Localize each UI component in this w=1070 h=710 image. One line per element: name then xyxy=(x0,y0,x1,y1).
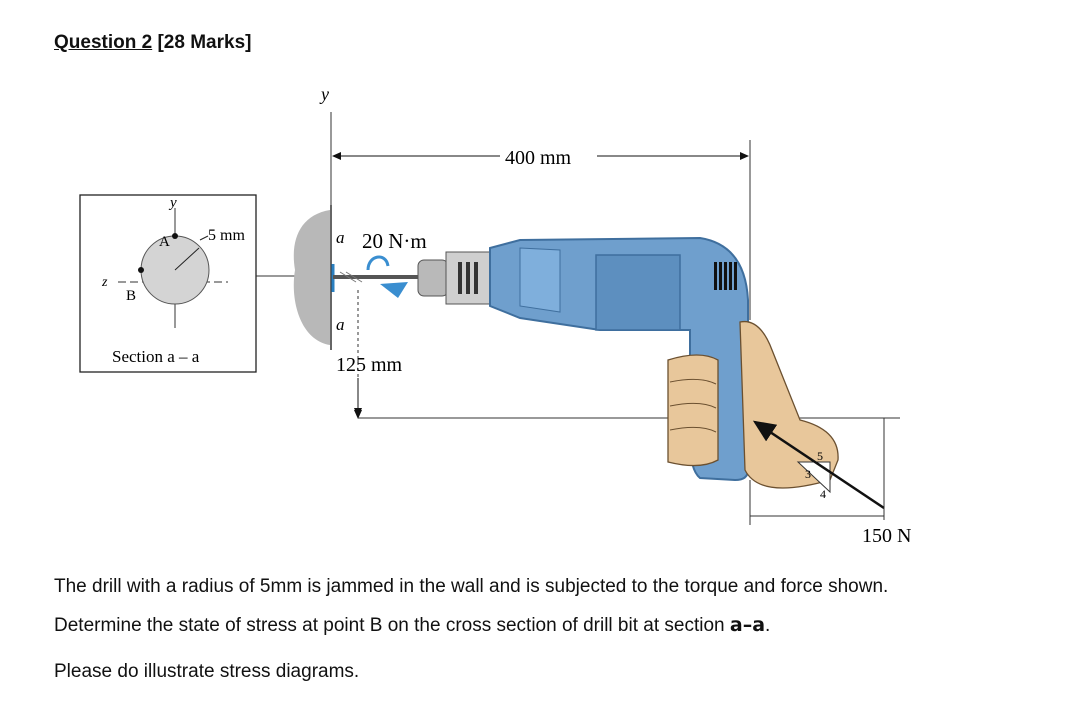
question-title: Question 2 [28 Marks] xyxy=(54,32,251,54)
section-caption: Section a – a xyxy=(112,347,200,366)
problem-line-2-end: . xyxy=(765,615,771,636)
drill-chuck xyxy=(417,251,493,305)
slope-3: 3 xyxy=(805,467,811,481)
thumb-hand xyxy=(739,320,839,489)
point-a-label: A xyxy=(159,234,170,250)
torque-label: 20 N·m xyxy=(362,229,427,253)
force-arrow xyxy=(752,420,885,510)
drill-body xyxy=(489,236,749,482)
radius-label: 5 mm xyxy=(208,227,245,244)
problem-line-3: Please do illustrate stress diagrams. xyxy=(54,661,360,682)
point-b-dot xyxy=(138,267,144,273)
problem-line-2-text: Determine the state of stress at point B… xyxy=(54,615,730,636)
section-y-label: y xyxy=(168,195,177,211)
problem-line-1: The drill with a radius of 5mm is jammed… xyxy=(54,576,889,597)
slope-5: 5 xyxy=(817,449,823,463)
section-mark-top: a xyxy=(336,228,345,247)
section-mark-bottom: a xyxy=(336,315,345,334)
fingers-hand xyxy=(667,354,719,467)
drill-diagram: y z A B 5 mm Section a – a y 400 mm a a … xyxy=(79,84,911,547)
section-reference: a–a xyxy=(729,614,766,636)
y-axis-label: y xyxy=(319,84,329,104)
wall xyxy=(293,210,330,345)
point-b-label: B xyxy=(126,288,136,304)
question-marks: [28 Marks] xyxy=(157,32,252,53)
dim-125-label: 125 mm xyxy=(336,354,403,376)
problem-line-2: Determine the state of stress at point B… xyxy=(54,614,770,637)
torque-arrow xyxy=(366,255,390,271)
section-z-label: z xyxy=(101,275,108,290)
dim-400-label: 400 mm xyxy=(505,147,572,169)
section-box: y z A B 5 mm Section a – a xyxy=(79,194,257,373)
slope-4: 4 xyxy=(820,487,826,501)
question-number: Question 2 xyxy=(54,32,153,53)
force-label: 150 N xyxy=(862,525,911,547)
point-a-dot xyxy=(172,233,178,239)
